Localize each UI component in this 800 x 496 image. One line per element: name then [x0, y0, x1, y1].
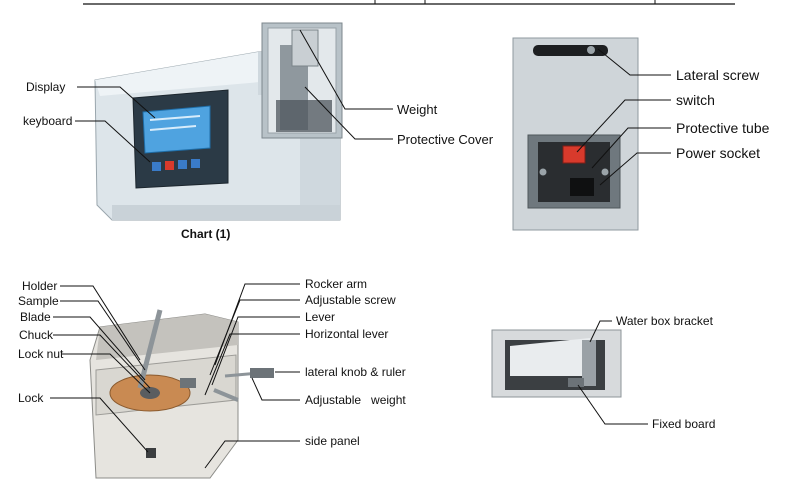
label-adjustable-screw: Adjustable screw [305, 293, 396, 307]
label-lateral-knob-ruler: lateral knob & ruler [305, 365, 406, 379]
label-rocker-arm: Rocker arm [305, 277, 368, 291]
leader-lines [50, 29, 671, 469]
machine-front-illustration [94, 22, 343, 221]
water-box-illustration [491, 329, 622, 398]
label-lock-nut: Lock nut [18, 347, 64, 361]
label-lock: Lock [18, 391, 44, 405]
cutting-chamber-illustration [89, 309, 274, 479]
label-switch: switch [676, 92, 715, 108]
label-keyboard: keyboard [23, 114, 73, 128]
label-display: Display [26, 80, 66, 94]
label-horizontal-lever: Horizontal lever [305, 327, 389, 341]
label-chuck: Chuck [19, 328, 54, 342]
label-lever: Lever [305, 310, 336, 324]
label-blade: Blade [20, 310, 51, 324]
label-protective-cover: Protective Cover [397, 132, 494, 147]
label-lateral-screw: Lateral screw [676, 67, 760, 83]
caption-chart-1: Chart (1) [181, 227, 231, 241]
label-fixed-board: Fixed board [652, 417, 716, 431]
rear-panel-illustration [512, 37, 639, 231]
label-side-panel: side panel [305, 434, 360, 448]
label-protective-tube: Protective tube [676, 120, 770, 136]
label-holder: Holder [22, 279, 58, 293]
label-adjustable-weight: Adjustable weight [305, 393, 406, 407]
label-sample: Sample [18, 294, 59, 308]
label-weight: Weight [397, 102, 438, 117]
label-power-socket: Power socket [676, 145, 761, 161]
label-water-box-bracket: Water box bracket [616, 314, 713, 328]
